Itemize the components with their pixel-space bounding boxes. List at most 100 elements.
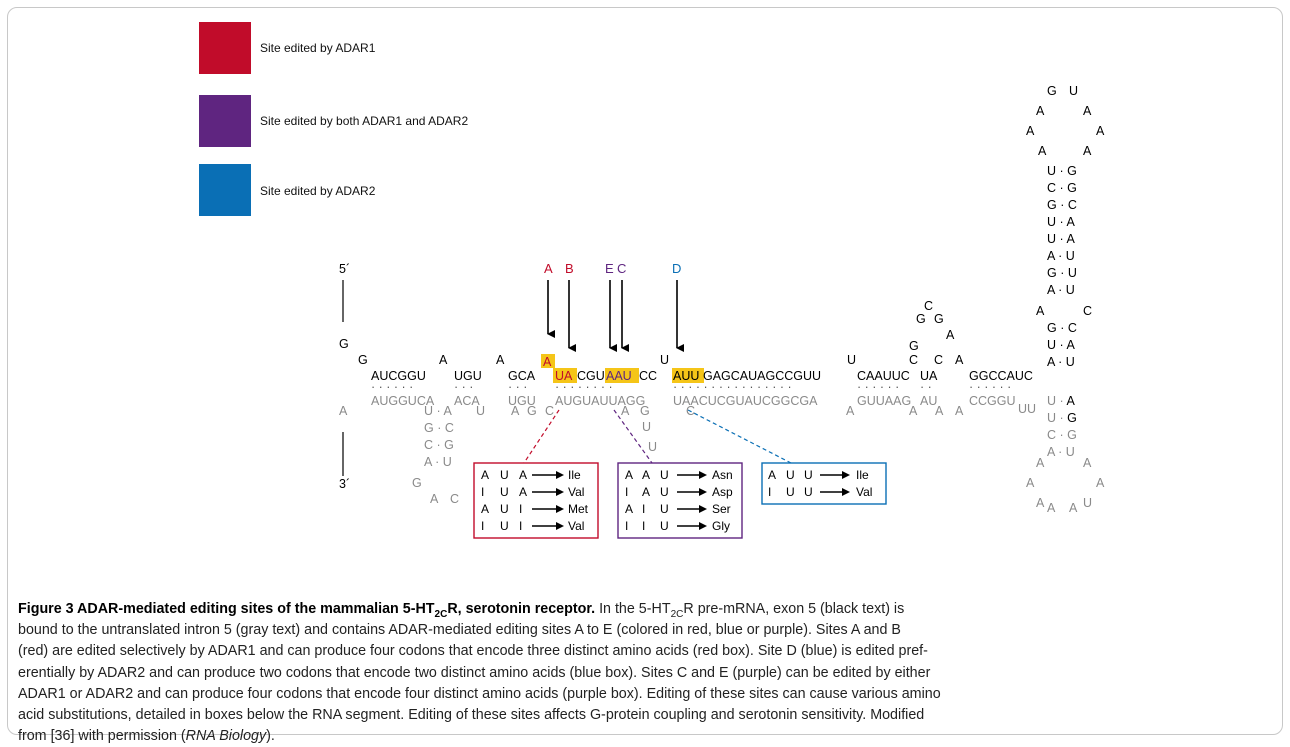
intron-loop-base: A xyxy=(955,404,964,418)
caption-line: ADAR1 or ADAR2 and can produce four codo… xyxy=(18,685,941,702)
hairpin-pair: A · U xyxy=(1047,283,1075,297)
intron-segment: UU xyxy=(1018,402,1036,416)
svg-text:· · · · · ·: · · · · · · xyxy=(969,380,1011,394)
three-prime-label: 3´ xyxy=(339,477,350,491)
codon-box-adar2 xyxy=(761,462,887,505)
svg-text:I: I xyxy=(625,519,628,533)
exon-loop-base: C xyxy=(924,299,933,313)
svg-text:I: I xyxy=(481,519,484,533)
exon-segment: CGU xyxy=(577,369,605,383)
exon-loop-base: G xyxy=(339,337,349,351)
svg-text:I: I xyxy=(519,502,522,516)
intron-segment: CCGGU xyxy=(969,394,1016,408)
exon-loop-base: G xyxy=(934,312,944,326)
svg-text:I: I xyxy=(642,519,645,533)
svg-text:U: U xyxy=(786,485,795,499)
branch-pair: G · C xyxy=(424,421,454,435)
branch-loop-base: C xyxy=(450,492,459,506)
intron-segment: UGU xyxy=(508,394,536,408)
svg-text:A: A xyxy=(519,468,527,482)
connector-adar1 xyxy=(523,409,560,464)
exon-loop-base: A xyxy=(439,353,448,367)
svg-text:U: U xyxy=(500,502,509,516)
legend-swatch-adar2 xyxy=(199,164,251,216)
svg-text:U: U xyxy=(500,519,509,533)
svg-text:A: A xyxy=(642,485,650,499)
legend-label-both: Site edited by both ADAR1 and ADAR2 xyxy=(260,114,468,128)
svg-text:U: U xyxy=(804,468,813,482)
connector-adar2 xyxy=(687,409,792,464)
hairpin-loop-base: G xyxy=(1047,84,1057,98)
branch-loop-base: A xyxy=(430,492,439,506)
lower-hairpin: U · A U · G C · G A · U A A A A A U A A xyxy=(1026,394,1105,515)
exon-segment: GAGCAUAGCCGUU xyxy=(703,369,821,383)
intron-strand: AUGGUCA ACA UGU AUGUAUUAGG UAACUCGUAUCGG… xyxy=(339,394,1036,454)
intron-segment: GUUAAG xyxy=(857,394,911,408)
hairpin-pair: A · U xyxy=(1047,355,1075,369)
caption-line: Figure 3 ADAR-mediated editing sites of … xyxy=(18,601,905,620)
lower-loop-base: A xyxy=(1096,476,1105,490)
edited-bases-b: UA xyxy=(555,369,573,383)
hairpin-pair: U · A xyxy=(1047,338,1075,352)
hairpin-loop-base: U xyxy=(1069,84,1078,98)
exon-loop-base: C xyxy=(934,353,943,367)
svg-text:· · · · · ·: · · · · · · xyxy=(857,380,899,394)
hairpin-bulge-base: C xyxy=(1083,304,1092,318)
intron-loop-base: U xyxy=(642,420,651,434)
hairpin-pair: U · G xyxy=(1047,164,1077,178)
svg-text:I: I xyxy=(768,485,771,499)
svg-text:I: I xyxy=(481,485,484,499)
caption-line: acid substitutions, detailed in boxes be… xyxy=(18,707,925,724)
svg-text:U: U xyxy=(660,485,669,499)
lower-loop-base: A xyxy=(1036,496,1045,510)
rna-diagram: Site edited by ADAR1 Site edited by both… xyxy=(199,22,1105,539)
lower-loop-base: A xyxy=(1083,456,1092,470)
svg-text:U: U xyxy=(804,485,813,499)
exon-segment: UA xyxy=(920,369,938,383)
edited-bases-d: AUU xyxy=(673,369,699,383)
svg-text:A: A xyxy=(625,502,633,516)
site-label-b: B xyxy=(565,261,574,276)
hairpin-loop-base: A xyxy=(1036,104,1045,118)
five-prime-label: 5´ xyxy=(339,262,350,276)
legend-swatch-both xyxy=(199,95,251,147)
svg-text:· · · · · ·: · · · · · · xyxy=(371,380,413,394)
hairpin-pair: C · G xyxy=(1047,181,1077,195)
caption-title: Figure 3 ADAR-mediated editing sites of … xyxy=(18,601,596,620)
intron-loop-base: U xyxy=(648,440,657,454)
branch-pair: A · U xyxy=(424,455,452,469)
svg-text:Val: Val xyxy=(856,485,872,499)
hairpin-pair: G · U xyxy=(1047,266,1077,280)
connector-both xyxy=(613,409,653,464)
svg-text:A: A xyxy=(481,468,489,482)
legend-label-adar1: Site edited by ADAR1 xyxy=(260,41,376,55)
intron-loop-base: C xyxy=(545,404,554,418)
exon-loop-base: A xyxy=(496,353,505,367)
lower-loop-base: A xyxy=(1026,476,1035,490)
exon-segment: GGCCAUC xyxy=(969,369,1033,383)
svg-text:A: A xyxy=(642,468,650,482)
svg-text:Val: Val xyxy=(568,519,584,533)
intron-loop-base: A xyxy=(621,404,630,418)
lower-pair: U · A xyxy=(1047,394,1075,408)
svg-text:Ile: Ile xyxy=(568,468,581,482)
figure-frame xyxy=(7,7,1283,735)
intron-loop-base: G xyxy=(640,404,650,418)
figure-caption: Figure 3 ADAR-mediated editing sites of … xyxy=(18,599,1272,747)
site-label-e: E xyxy=(605,261,614,276)
hairpin-loop-base: A xyxy=(1096,124,1105,138)
intron-loop-base: A xyxy=(846,404,855,418)
svg-text:A: A xyxy=(768,468,776,482)
exon-segment: GCA xyxy=(508,369,536,383)
site-label-a: A xyxy=(544,261,553,276)
hairpin-pair: U · A xyxy=(1047,232,1075,246)
lower-loop-base: A xyxy=(1047,501,1056,515)
exon-loop-base: A xyxy=(946,328,955,342)
branch-pair: C · G xyxy=(424,438,454,452)
svg-text:Ser: Ser xyxy=(712,502,731,516)
